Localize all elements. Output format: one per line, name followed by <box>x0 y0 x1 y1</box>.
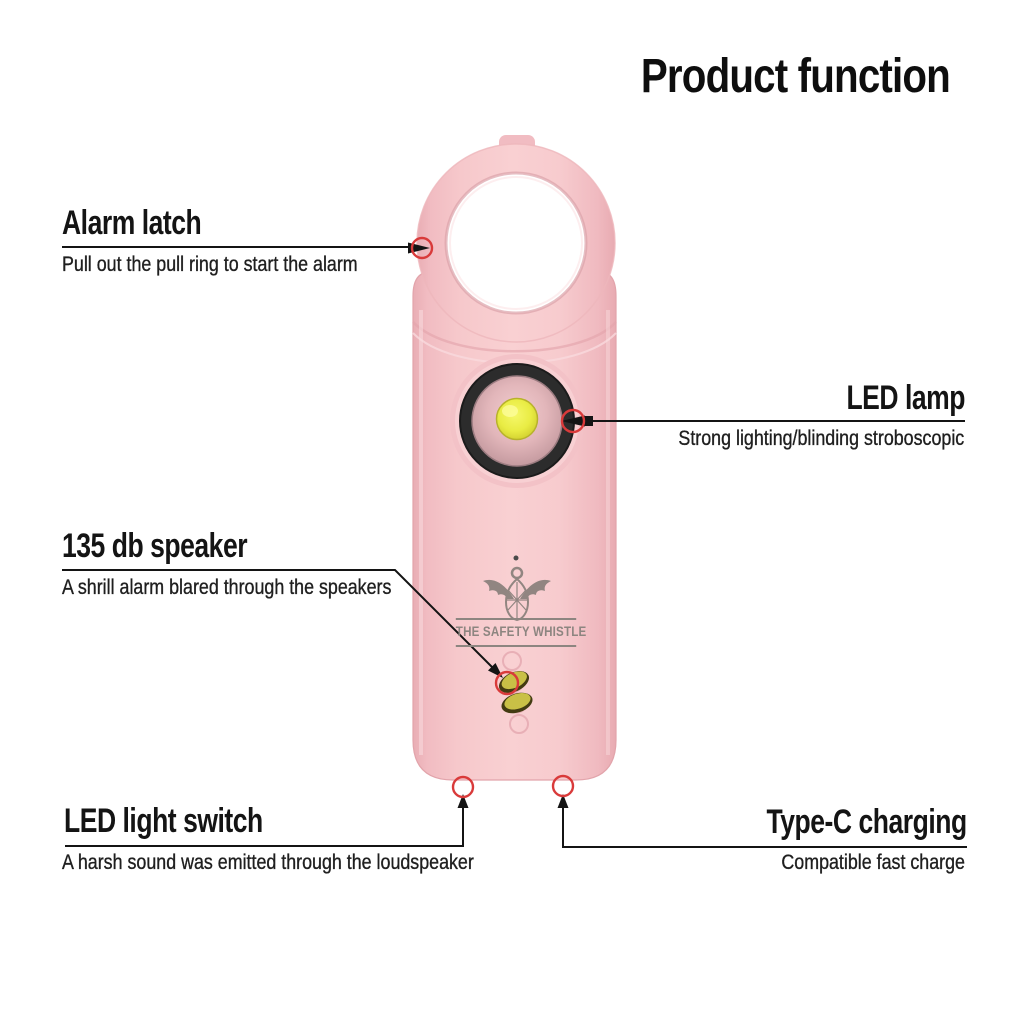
led-lamp-graphic <box>450 354 584 488</box>
callout-arrow-type-c <box>557 794 569 808</box>
callout-description-led-lamp: Strong lighting/blinding stroboscopic <box>678 427 964 450</box>
callout-line-led-switch <box>65 806 464 847</box>
callout-heading-speaker: 135 db speaker <box>62 527 248 565</box>
target-circle-speaker <box>494 670 520 696</box>
page-title: Product function <box>640 50 951 103</box>
target-circle-type-c <box>551 774 575 798</box>
callout-heading-alarm-latch: Alarm latch <box>62 204 202 242</box>
mic-hole-dot <box>513 555 519 561</box>
callout-target-circles <box>410 236 586 799</box>
callout-line-type-c <box>562 806 967 848</box>
callout-tail-led-lamp <box>583 416 593 426</box>
callout-description-alarm-latch: Pull out the pull ring to start the alar… <box>62 253 358 276</box>
led-dome <box>495 397 539 441</box>
callout-arrow-led-lamp <box>561 415 585 427</box>
callout-heading-led-lamp: LED lamp <box>846 379 965 417</box>
callout-line-speaker <box>62 569 493 668</box>
callout-heading-led-switch: LED light switch <box>64 802 263 840</box>
target-circle-led-lamp <box>560 408 586 434</box>
brand-emblem-icon <box>483 566 551 622</box>
brand-label: THE SAFETY WHISTLE <box>455 618 586 647</box>
target-circle-alarm-latch <box>410 236 434 260</box>
target-circle-led-switch <box>451 775 475 799</box>
callout-arrow-led-switch <box>457 794 469 808</box>
pull-ring <box>416 143 616 343</box>
speaker-holes <box>498 651 533 734</box>
callout-description-type-c: Compatible fast charge <box>781 851 965 874</box>
callout-description-led-switch: A harsh sound was emitted through the lo… <box>62 851 474 874</box>
body-seam-dark <box>412 321 617 353</box>
callout-heading-type-c: Type-C charging <box>766 803 968 841</box>
safety-alarm-device <box>412 135 617 781</box>
callout-description-speaker: A shrill alarm blared through the speake… <box>62 576 392 599</box>
